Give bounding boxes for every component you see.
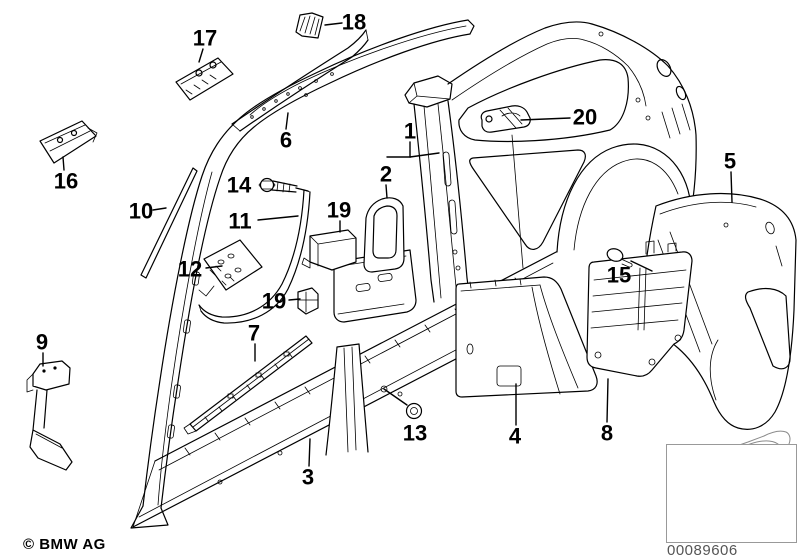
- part-17-drawing: [175, 57, 234, 101]
- callout-label-13: 13: [403, 421, 427, 446]
- part-8-drawing: [586, 240, 693, 377]
- callout-label-19a: 19: [327, 198, 351, 223]
- part-2-drawing: [333, 197, 417, 323]
- part-18-drawing: [295, 12, 324, 39]
- part-6-drawing: [231, 29, 369, 132]
- callout-leader-17: [198, 48, 204, 63]
- callout-leader-19b: [288, 298, 301, 301]
- callout-leader-20: [520, 117, 571, 121]
- part-14-screw-drawing: [258, 177, 298, 193]
- part-20-drawing: [480, 105, 531, 269]
- image-number-text: 00089606: [667, 542, 738, 559]
- callout-leader-1: [409, 152, 440, 158]
- callout-label-16: 16: [54, 169, 78, 194]
- callout-leader-11: [257, 215, 299, 221]
- part-10-drawing: [140, 167, 198, 279]
- part-15-plug-drawing: [606, 248, 633, 268]
- callout-leader-14: [295, 187, 309, 192]
- callout-label-5: 5: [724, 149, 736, 174]
- part-12-drawing: [198, 239, 263, 297]
- callout-leader-6: [285, 112, 289, 130]
- callout-label-20: 20: [573, 105, 597, 130]
- callout-leader-15: [630, 260, 653, 272]
- callout-label-17: 17: [193, 26, 217, 51]
- callout-leader-1: [386, 141, 411, 158]
- callout-label-2: 2: [380, 162, 392, 187]
- callout-label-8: 8: [601, 421, 613, 446]
- callout-label-18: 18: [342, 10, 366, 35]
- callout-label-9: 9: [36, 330, 48, 355]
- callout-label-11: 11: [228, 209, 251, 234]
- callout-leader-12: [205, 265, 223, 269]
- part-inner-quarter-drawing: [404, 21, 697, 341]
- callout-leader-8: [606, 378, 609, 423]
- callout-label-14: 14: [227, 173, 252, 198]
- part-19b-drawing: [297, 287, 319, 315]
- callout-label-3: 3: [302, 465, 314, 490]
- callout-label-4: 4: [509, 424, 522, 449]
- copyright-text: © BMW AG: [23, 536, 106, 553]
- callout-leader-18: [324, 22, 343, 26]
- part-19a-drawing: [301, 229, 357, 271]
- callout-label-7: 7: [248, 321, 260, 346]
- callout-leader-5: [730, 171, 733, 203]
- callout-leader-2: [385, 184, 388, 199]
- callout-leader-3: [308, 438, 311, 467]
- callout-leader-13: [383, 388, 408, 406]
- thumbnail-frame: [666, 444, 797, 543]
- part-7-drawing: [183, 335, 313, 435]
- part-16-drawing: [39, 120, 98, 164]
- callout-leader-16: [62, 156, 65, 171]
- callout-label-6: 6: [280, 128, 292, 153]
- callout-label-15: 15: [607, 263, 631, 288]
- callout-label-10: 10: [129, 199, 153, 224]
- callout-label-19b: 19: [262, 289, 286, 314]
- callout-label-12: 12: [178, 257, 202, 282]
- part-9-drawing: [26, 360, 73, 471]
- callout-label-1: 1: [404, 119, 416, 144]
- part-13-drawing: [380, 385, 423, 420]
- callout-leader-10: [152, 207, 167, 211]
- part-4-drawing: [455, 276, 598, 398]
